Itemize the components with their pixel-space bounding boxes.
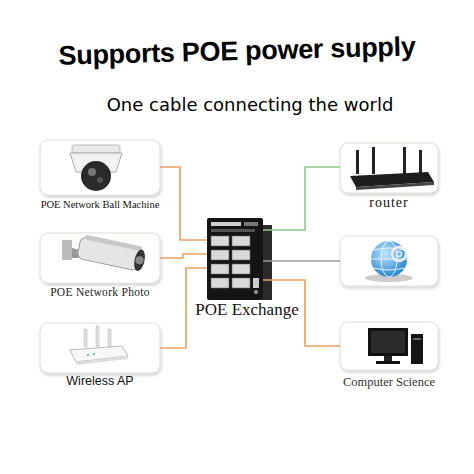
poe-switch-part: [211, 236, 250, 288]
poe-switch-part-part: [232, 250, 250, 260]
wireless-ap-part: [108, 329, 111, 347]
device-node: POE Network Ball Machine: [40, 140, 160, 214]
globe-icon: [365, 241, 413, 282]
wireless-ap-part: [87, 354, 89, 356]
globe-icon-part: [374, 248, 404, 270]
frame-group-part: [340, 143, 438, 193]
frame-group: [40, 140, 438, 373]
poe-switch-part-part: [211, 278, 229, 288]
switch-node: POE Exchange: [207, 218, 263, 300]
poe-switch-part: [253, 278, 259, 288]
globe-icon-part: [371, 241, 407, 277]
wireless-ap-part: [76, 356, 128, 365]
title-text: Supports POE power supply: [58, 31, 416, 71]
node-label: POE Network Ball Machine: [41, 199, 160, 211]
dome-camera: [70, 145, 122, 191]
globe-wire-part: [263, 260, 340, 262]
bullet-camera-part-part: [135, 256, 144, 265]
computer-icon-part: [368, 328, 408, 356]
frame-group-part: [40, 140, 160, 195]
router-device-part: [356, 182, 434, 190]
poe-switch-part: [262, 225, 272, 300]
globe-icon-part: [397, 252, 402, 257]
wireless-ap-part: [84, 329, 87, 347]
computer-icon: [368, 328, 423, 364]
cable-connector: [160, 167, 207, 240]
computer-icon-part: [376, 361, 400, 364]
dome-camera-part: [72, 145, 120, 153]
computer-icon-part: [384, 356, 392, 361]
poe-switch-part-part: [211, 236, 229, 246]
router-device-part: [356, 150, 359, 174]
dome-camera-part: [97, 177, 103, 183]
bullet-camera-part-part: [85, 235, 143, 252]
device-node: router: [340, 143, 438, 209]
cable-connector: [263, 167, 340, 230]
frame-group-part: [40, 233, 160, 283]
poe-switch-part-part: [232, 264, 250, 274]
wireless-ap-part: [93, 353, 95, 355]
computer-icon-part: [413, 338, 421, 340]
subtitle-text: One cable connecting the world: [107, 94, 394, 115]
router-device: [350, 147, 434, 190]
poe-switch-part: [244, 222, 258, 226]
device-node: POE Network Photo: [40, 233, 160, 299]
computer-icon-part: [411, 334, 423, 364]
poe-switch-part: [207, 218, 263, 300]
wireless-ap: [70, 326, 128, 365]
poe-switch-part: [254, 290, 258, 294]
node-label: POE Network Photo: [50, 286, 150, 299]
device-node: Computer Science: [340, 322, 438, 390]
node-label: Wireless AP: [66, 375, 133, 389]
globe-icon-part: [392, 247, 406, 261]
frame-group-part: [40, 323, 160, 373]
bullet-camera-part-part: [132, 248, 146, 272]
node-label: router: [369, 195, 408, 210]
poe-switch-part-part: [232, 278, 250, 288]
bullet-camera-part: [62, 240, 72, 260]
cable-connector: [160, 254, 207, 258]
frame-group-part: [340, 322, 438, 370]
router-device-part: [419, 150, 422, 174]
poe-switch-part-part: [232, 236, 250, 246]
dome-camera-part: [88, 168, 96, 176]
poe-switch-part: [211, 229, 255, 232]
device-node: Wireless AP: [40, 323, 160, 391]
poe-switch-part: [211, 222, 241, 226]
bullet-camera: [62, 234, 147, 272]
poe-switch: [207, 218, 272, 300]
poe-switch-part-part: [211, 250, 229, 260]
dome-camera-part: [81, 161, 111, 191]
router-device-part: [372, 147, 375, 174]
bullet-camera-part: [77, 234, 148, 272]
frame-group-part: [340, 236, 438, 286]
node-label: POE Exchange: [195, 301, 298, 320]
wireless-ap-part: [96, 326, 99, 347]
globe-wire: [263, 261, 340, 262]
poe-switch-part-part: [211, 264, 229, 274]
computer-icon-part: [371, 331, 405, 353]
router-device-part: [403, 147, 406, 174]
node-label: Computer Science: [343, 376, 435, 390]
